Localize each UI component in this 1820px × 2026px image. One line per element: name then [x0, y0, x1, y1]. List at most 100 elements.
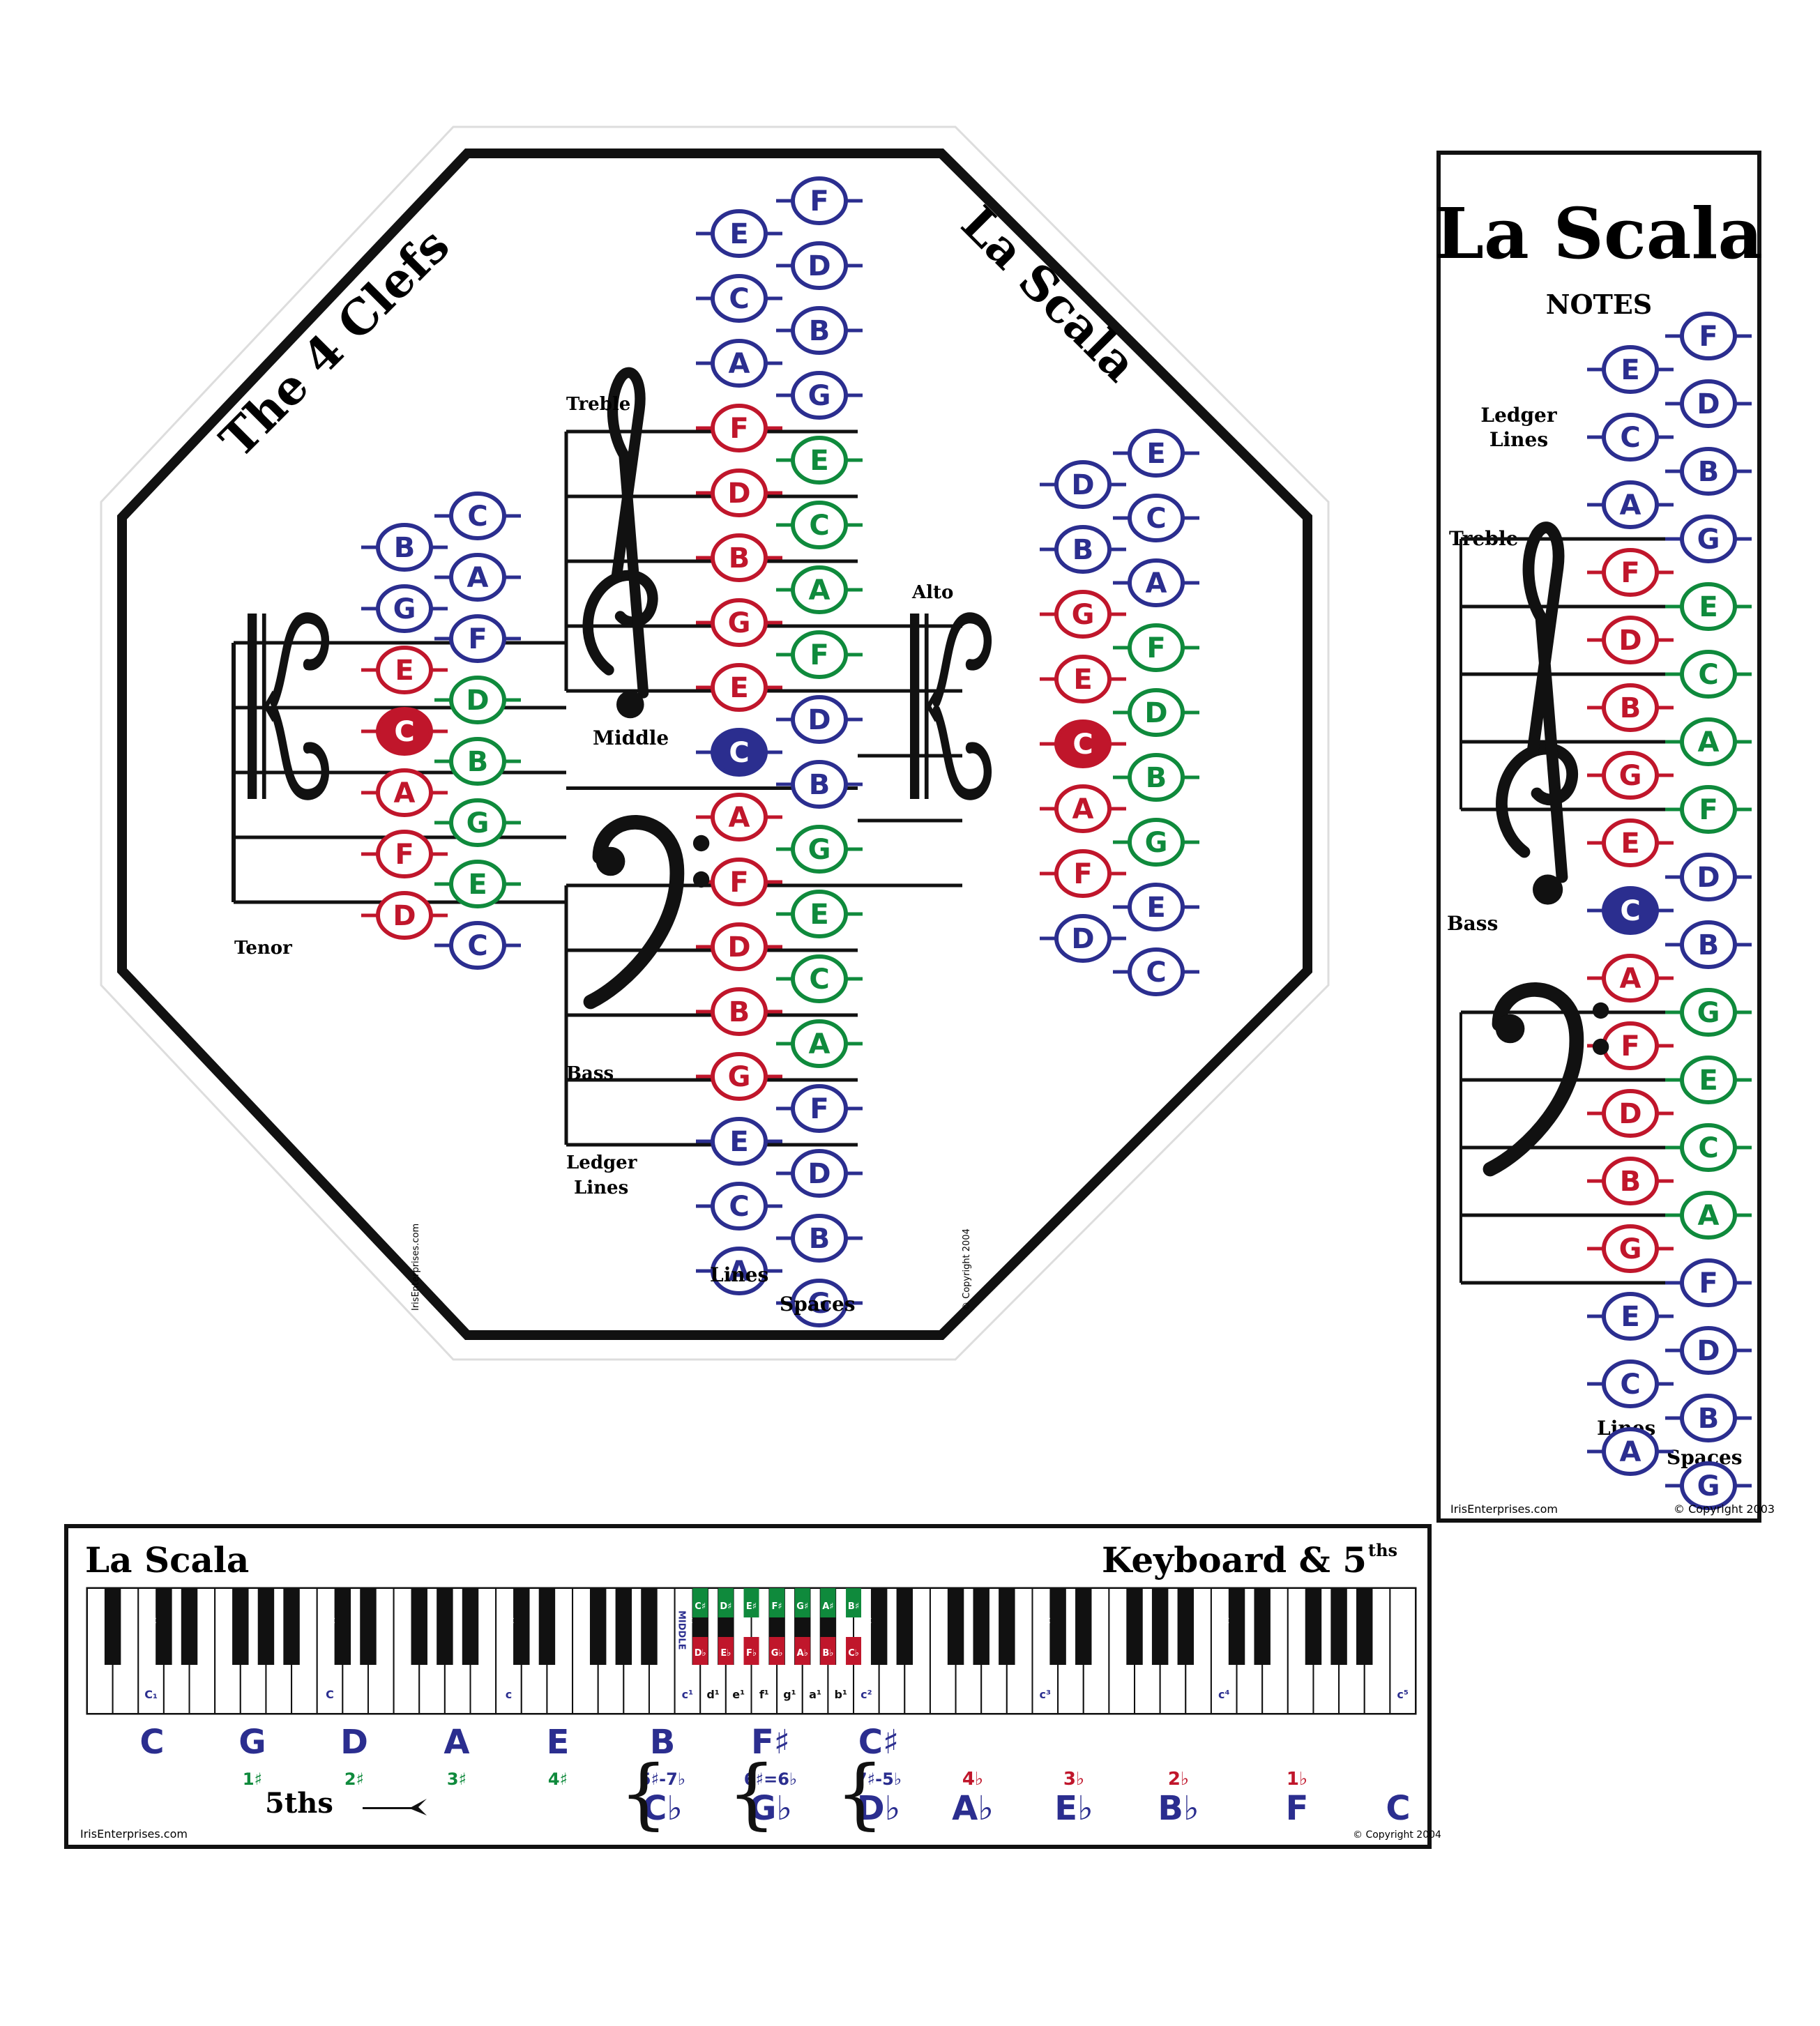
strip-label-ledger: Ledger [1480, 404, 1557, 427]
fifth-key-name: D [340, 1723, 368, 1762]
black-key[interactable] [589, 1588, 607, 1665]
fifth-key-name: C [1386, 1789, 1410, 1828]
black-key[interactable] [1151, 1588, 1169, 1665]
black-key[interactable] [973, 1588, 989, 1665]
fifth-key: C♯7♯-5♭D♭{ [835, 1723, 902, 1838]
black-key[interactable] [896, 1588, 913, 1665]
strip-space-note-letter: F [1699, 794, 1717, 826]
black-key[interactable] [1049, 1588, 1066, 1665]
label-tenor: Tenor [234, 938, 292, 959]
grand-space-note: F [776, 1084, 863, 1133]
black-key[interactable] [641, 1588, 658, 1665]
black-key[interactable] [615, 1588, 632, 1665]
alto-line-note: A [1040, 784, 1126, 833]
strip-space-note-letter: E [1699, 591, 1717, 623]
black-key[interactable] [947, 1588, 964, 1665]
grand-space-note-letter: E [810, 445, 828, 477]
black-key[interactable] [1356, 1588, 1373, 1665]
grand-space-note-letter: D [807, 1158, 831, 1190]
tenor-line-note-letter: G [393, 593, 416, 625]
black-key[interactable] [999, 1588, 1015, 1665]
grand-line-note-letter: A [729, 802, 750, 834]
strip-line-note-letter: C [1620, 1369, 1640, 1401]
black-key[interactable] [283, 1588, 300, 1665]
label-bass: Bass [566, 1063, 614, 1084]
alto-line-note-letter: E [1073, 664, 1092, 696]
strip-space-note-letter: B [1698, 929, 1720, 961]
tenor-space-note: A [434, 553, 521, 602]
tenor-space-note-letter: B [467, 746, 489, 778]
strip-space-note-letter: G [1697, 1470, 1720, 1502]
black-key[interactable] [462, 1588, 479, 1665]
strip-space-note: A [1665, 717, 1752, 766]
grand-line-note-letter: E [729, 218, 748, 250]
strip-title: La Scala [1435, 192, 1764, 275]
grand-space-note-letter: C [809, 510, 829, 542]
white-key[interactable] [1389, 1587, 1416, 1714]
grand-space-note: B [776, 306, 863, 355]
tenor-space-note-letter: G [467, 807, 490, 839]
alto-space-note-letter: G [1145, 827, 1168, 859]
grand-space-note: D [776, 695, 863, 744]
black-key[interactable] [232, 1588, 249, 1665]
strip-space-note: C [1665, 650, 1752, 699]
strip-line-note-letter: D [1618, 1098, 1641, 1130]
strip-space-note-letter: C [1698, 1132, 1718, 1164]
strip-space-note: D [1665, 379, 1752, 428]
black-key[interactable] [156, 1588, 172, 1665]
strip-line-note-letter: E [1621, 828, 1639, 860]
alto-space-note-letter: A [1146, 568, 1167, 600]
fifth-key-count: 6♯=6♭ [744, 1769, 797, 1789]
fifth-key: A3♯ [443, 1723, 469, 1789]
strip-line-note: D [1587, 1089, 1674, 1138]
fifth-key-name: B♭ [1158, 1789, 1199, 1828]
label-alto: Alto [911, 582, 953, 603]
fifth-key-count: 3♭ [1063, 1769, 1084, 1790]
black-key[interactable] [870, 1588, 888, 1665]
black-key[interactable] [104, 1588, 121, 1665]
strip-line-note: E [1587, 818, 1674, 867]
black-key[interactable] [257, 1588, 275, 1665]
black-key[interactable] [513, 1588, 530, 1665]
tenor-space-note-letter: A [467, 562, 489, 594]
strip-line-note-letter: E [1621, 354, 1639, 386]
black-key[interactable] [1126, 1588, 1143, 1665]
black-key[interactable] [538, 1588, 556, 1665]
tenor-line-note-letter: C [394, 716, 414, 748]
black-key[interactable] [1254, 1588, 1271, 1665]
black-key[interactable] [1228, 1588, 1245, 1665]
brace-icon: { [835, 1749, 884, 1838]
tenor-line-note-letter: D [393, 900, 416, 932]
fifth-key-count: 4♭ [962, 1769, 983, 1790]
grand-line-note-letter: C [729, 737, 749, 769]
grand-line-note-letter: E [729, 672, 748, 704]
black-key[interactable] [1305, 1588, 1322, 1665]
black-key[interactable] [1330, 1588, 1347, 1665]
black-key[interactable] [334, 1588, 351, 1665]
tenor-space-note-letter: C [467, 930, 487, 962]
black-key[interactable] [411, 1588, 427, 1665]
strip-copyright: © Copyright 2003 [1674, 1502, 1775, 1516]
black-key[interactable] [1177, 1588, 1195, 1665]
grand-space-note: F [776, 176, 863, 225]
grand-space-note-letter: A [809, 574, 831, 607]
alto-line-note-letter: A [1072, 793, 1094, 825]
black-key[interactable] [181, 1588, 198, 1665]
four-clefs-chart: The 4 Clefs La Scala FDBGECAFDBGECAFDBGE… [100, 125, 1330, 1361]
strip-line-note-letter: F [1621, 557, 1639, 589]
black-key[interactable] [360, 1588, 377, 1665]
fifths-arrow-icon [363, 1799, 427, 1815]
alto-line-note-letter: C [1072, 729, 1093, 761]
grand-line-note-letter: E [729, 1126, 748, 1158]
fifths-label: 5ths [265, 1787, 333, 1820]
fifth-key-enharmonic: D♭ [857, 1789, 900, 1828]
octave-label: c¹ [682, 1688, 694, 1701]
black-key[interactable] [437, 1588, 453, 1665]
sharp-label: G♯ [796, 1601, 808, 1612]
octave-label: c² [860, 1688, 872, 1701]
strip-line-note: B [1587, 1157, 1674, 1205]
flat-label: C♭ [848, 1648, 859, 1659]
black-key[interactable] [1075, 1588, 1092, 1665]
tenor-line-note-letter: B [394, 532, 416, 564]
grand-space-note-letter: G [808, 1288, 831, 1320]
